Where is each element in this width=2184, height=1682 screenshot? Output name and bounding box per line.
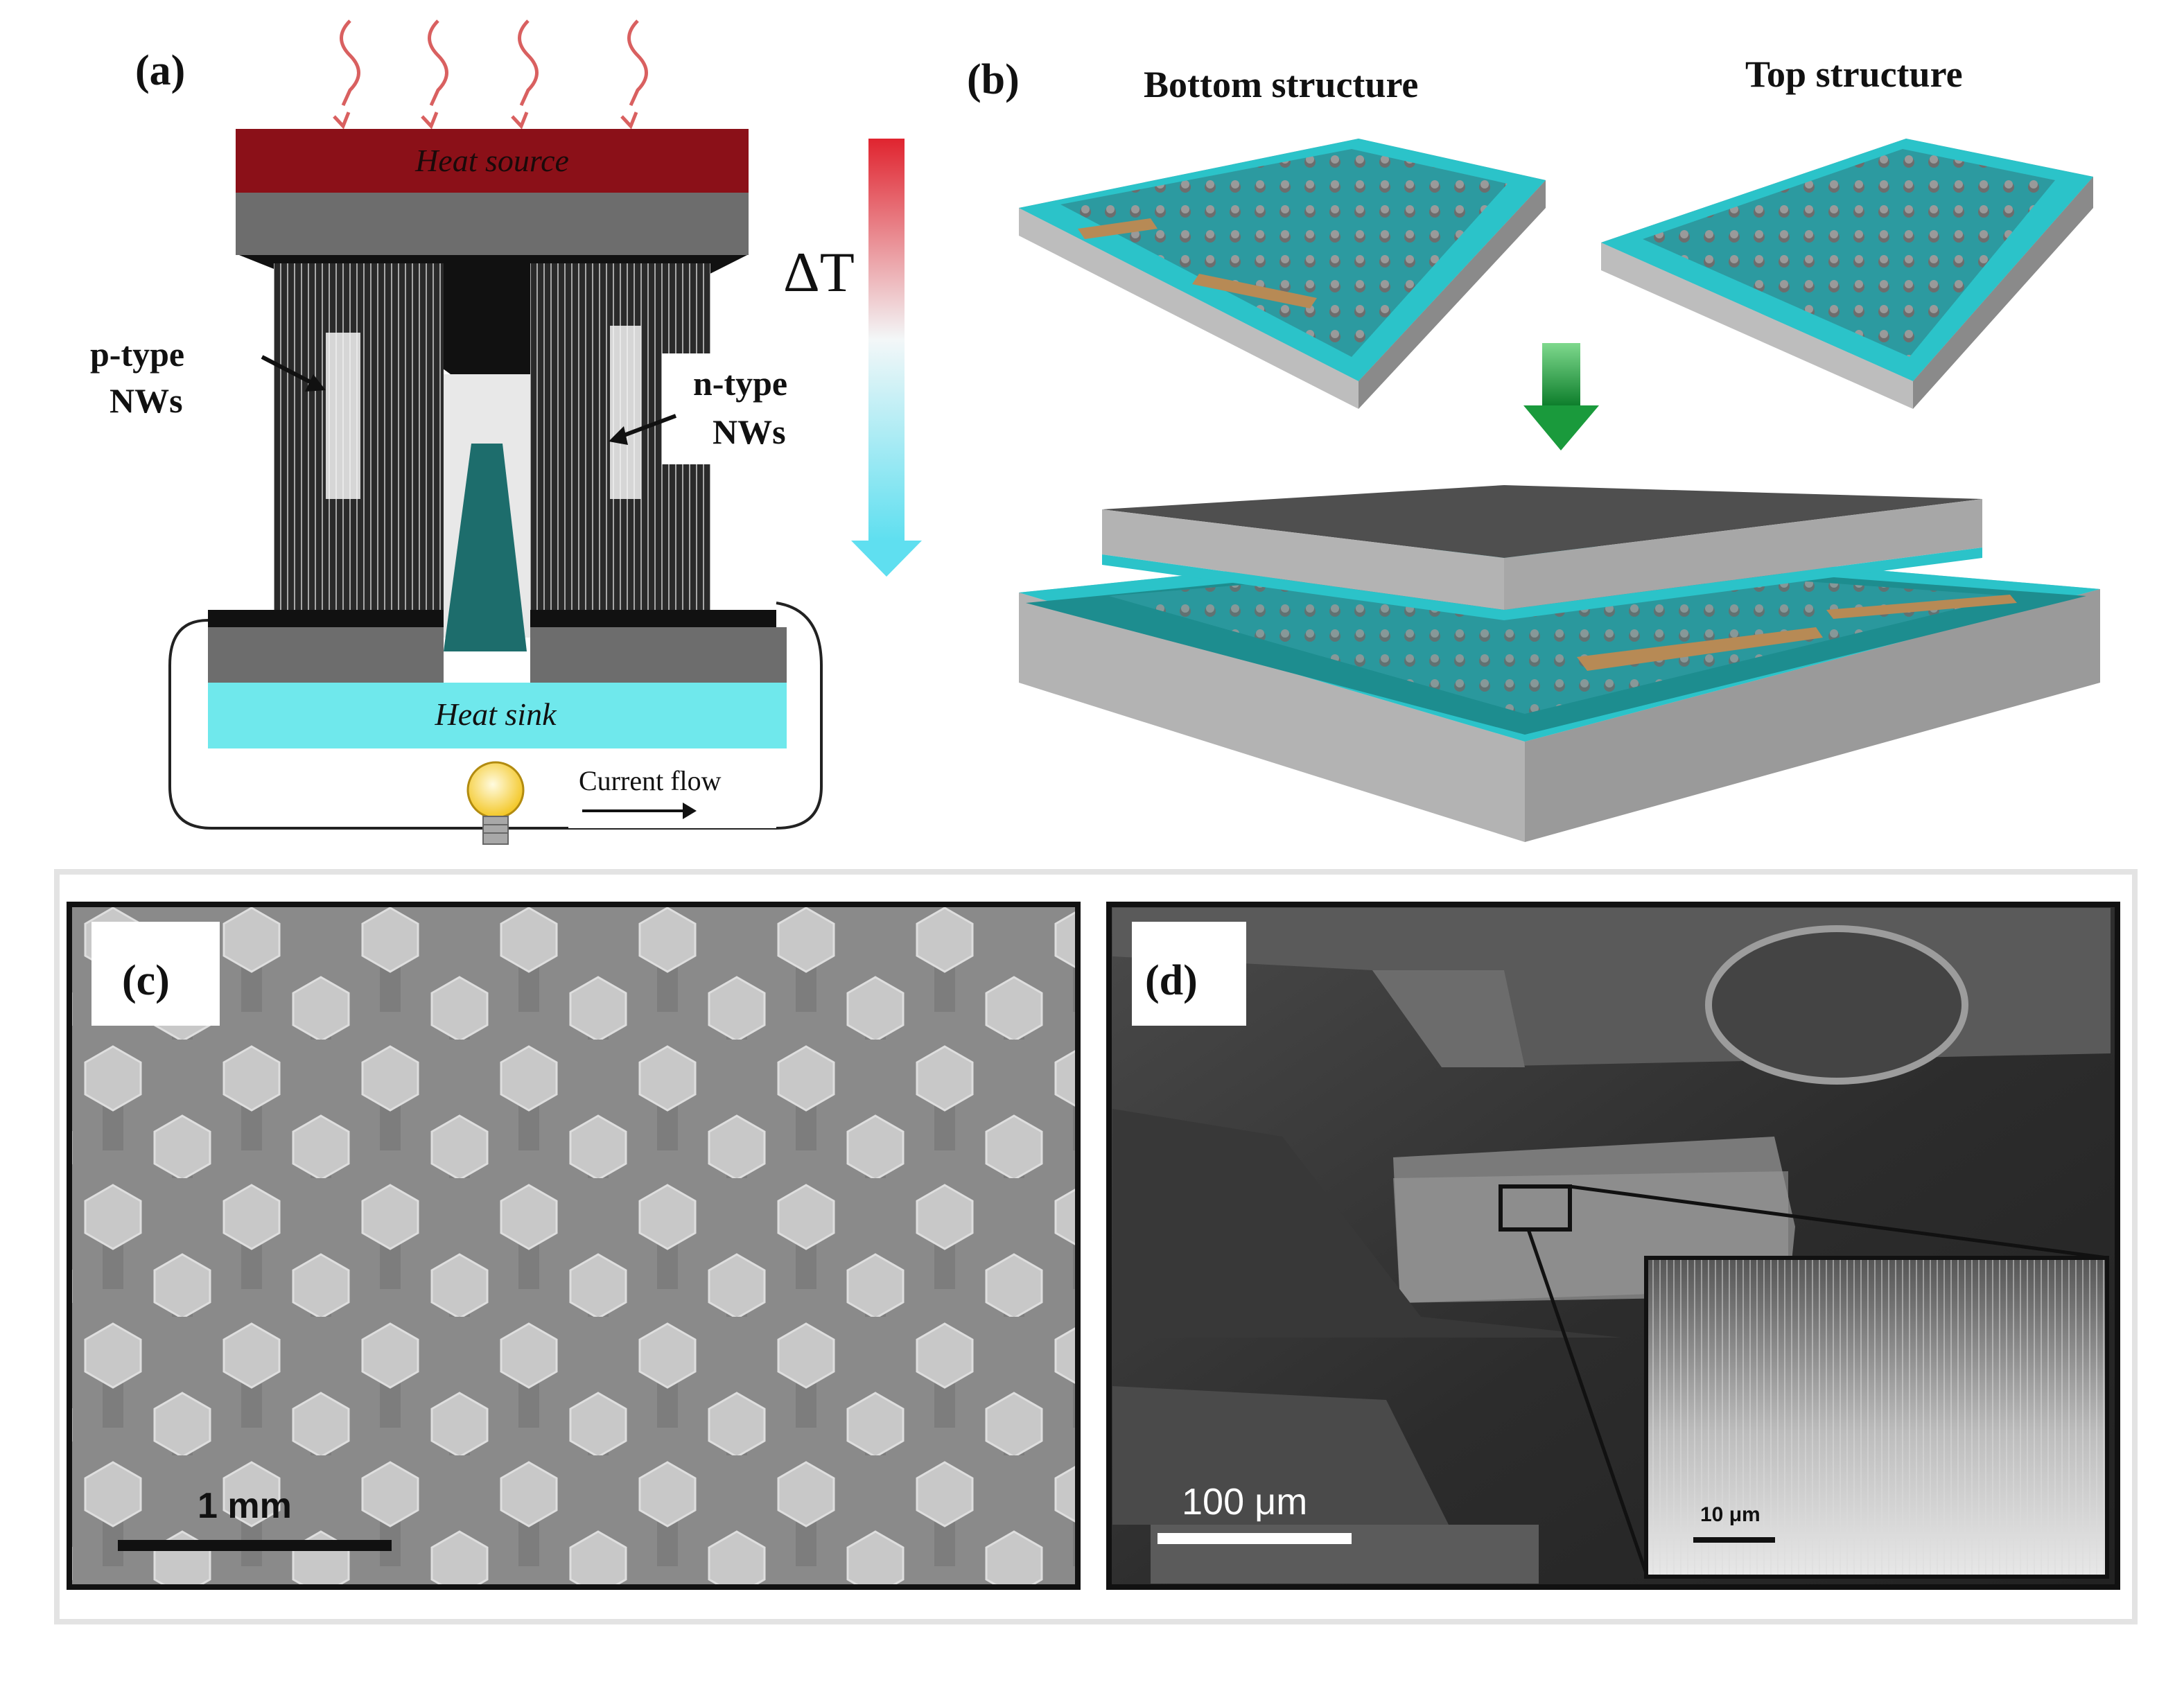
bottom-electrode-left <box>208 627 444 683</box>
temperature-gradient-arrow <box>851 139 922 577</box>
panel-c-scale-label: 1 mm <box>198 1486 292 1526</box>
panel-a-label: (a) <box>135 47 185 94</box>
bottom-structure-tile <box>1019 139 1546 409</box>
heat-source-label: Heat source <box>414 143 569 178</box>
inset-scale-bar <box>1693 1537 1775 1543</box>
panel-a: (a) Heat source <box>90 19 922 845</box>
panel-d-label-box <box>1132 922 1246 1026</box>
assembled-stack <box>1019 485 2100 842</box>
n-type-label: n-type <box>693 364 787 403</box>
top-structure-label: Top structure <box>1745 53 1963 95</box>
current-flow-label: Current flow <box>579 765 722 796</box>
panel-c: (c) 1 mm <box>67 902 1081 1590</box>
zoom-box <box>1499 1184 1572 1232</box>
panel-b: (b) Bottom structure Top structure <box>967 53 2100 842</box>
panel-d-scale-label: 100 μm <box>1182 1481 1307 1523</box>
panel-c-label: (c) <box>122 957 170 1004</box>
n-type-label-nws: NWs <box>713 412 786 451</box>
panel-c-scale-bar <box>118 1540 392 1551</box>
heat-source-bar <box>236 129 749 193</box>
sem-image-c <box>67 902 1081 1590</box>
p-type-label: p-type <box>90 335 184 374</box>
panel-d: 10 μm (d) 100 μm <box>1106 902 2120 1590</box>
current-flow-arrow <box>582 803 697 819</box>
panel-b-label: (b) <box>967 56 1020 103</box>
light-bulb-icon <box>466 761 525 845</box>
delta-t-label: ΔT <box>783 240 855 304</box>
panel-d-label: (d) <box>1145 957 1198 1004</box>
heat-sink-bar <box>208 683 787 748</box>
heat-wave-arrows <box>333 19 648 130</box>
assembly-arrow <box>1523 343 1599 450</box>
p-type-label-nws: NWs <box>110 381 183 420</box>
bottom-electrode-right <box>530 627 787 683</box>
center-channel <box>444 444 527 651</box>
top-structure-tile <box>1601 139 2093 409</box>
panel-c-label-box <box>91 922 220 1026</box>
inset-scale-label: 10 μm <box>1700 1503 1761 1526</box>
bottom-structure-label: Bottom structure <box>1144 64 1418 105</box>
n-type-pointer-arrow <box>609 414 677 445</box>
panel-d-scale-bar <box>1157 1533 1352 1544</box>
p-type-pointer-arrow <box>261 355 326 392</box>
heat-sink-label: Heat sink <box>434 697 557 732</box>
top-electrode <box>236 193 749 255</box>
p-type-nanowires <box>274 263 444 610</box>
